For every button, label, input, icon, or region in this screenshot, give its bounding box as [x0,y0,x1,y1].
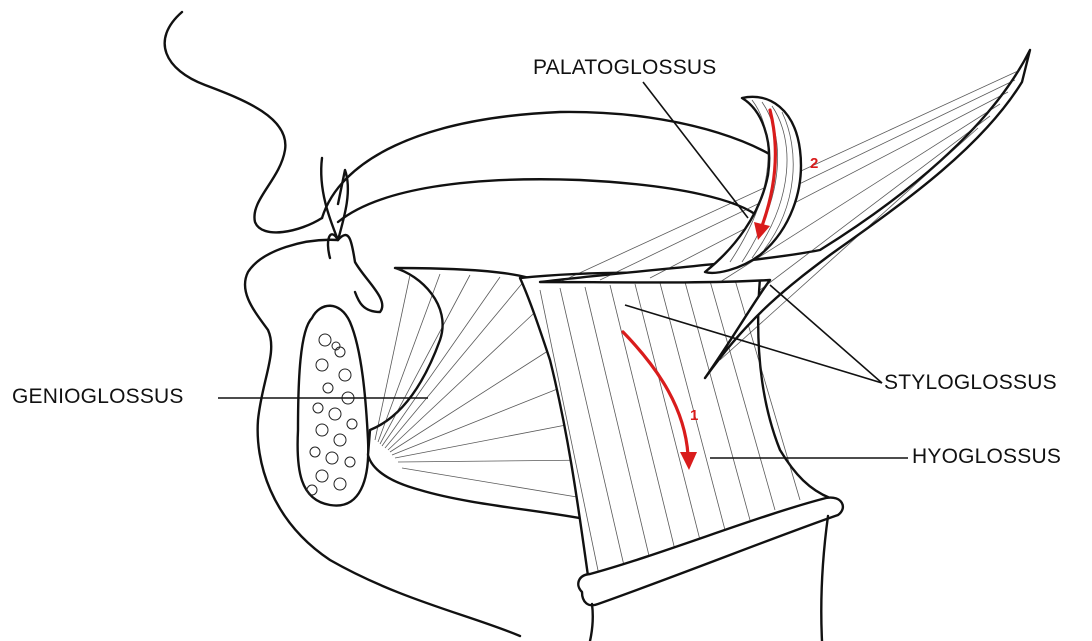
mandible-bone [298,306,369,506]
palatoglossus-label: PALATOGLOSSUS [533,56,717,80]
palatoglossus-leader [643,82,748,218]
lower-incisor [328,234,382,312]
palate-outline [322,112,790,218]
arrow-number-1: 1 [690,407,698,424]
styloglossus-label: STYLOGLOSSUS [884,371,1057,395]
hyoglossus-label: HYOGLOSSUS [912,445,1061,469]
dorsum-tongue-outline [338,179,760,222]
styloglossus-leader-2 [770,285,882,383]
upper-lip-outline [165,12,322,232]
upper-incisor [321,158,348,240]
genioglossus-label: GENIOGLOSSUS [12,385,184,409]
arrow-number-2: 2 [810,155,818,172]
